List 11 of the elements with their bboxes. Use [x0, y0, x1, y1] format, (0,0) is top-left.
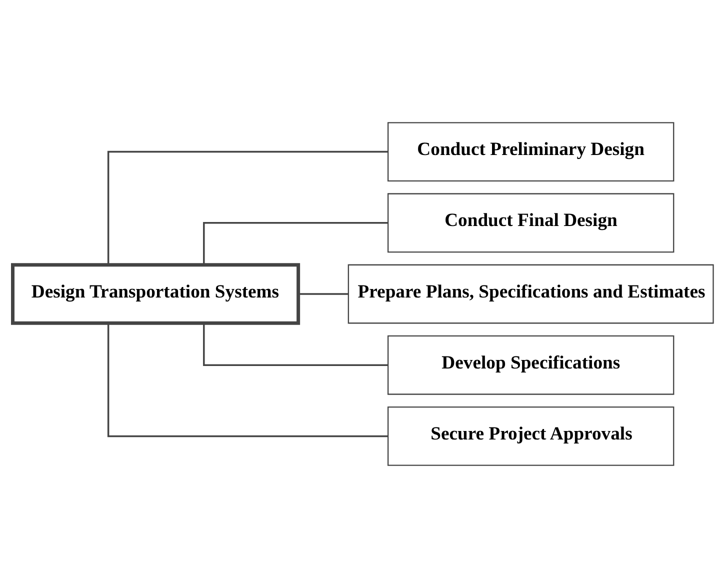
connector [107, 322, 388, 437]
connector [298, 292, 348, 294]
node-box: Conduct Final Design [387, 192, 674, 252]
node-box: Prepare Plans, Specifications and Estimates [348, 264, 714, 324]
node-box: Secure Project Approvals [387, 406, 674, 466]
node-box: Conduct Preliminary Design [387, 122, 674, 182]
connector [203, 222, 388, 264]
node-box: Develop Specifications [387, 334, 674, 394]
connector [107, 150, 388, 264]
node-box: Design Transportation Systems [11, 262, 300, 324]
connector [203, 322, 388, 366]
